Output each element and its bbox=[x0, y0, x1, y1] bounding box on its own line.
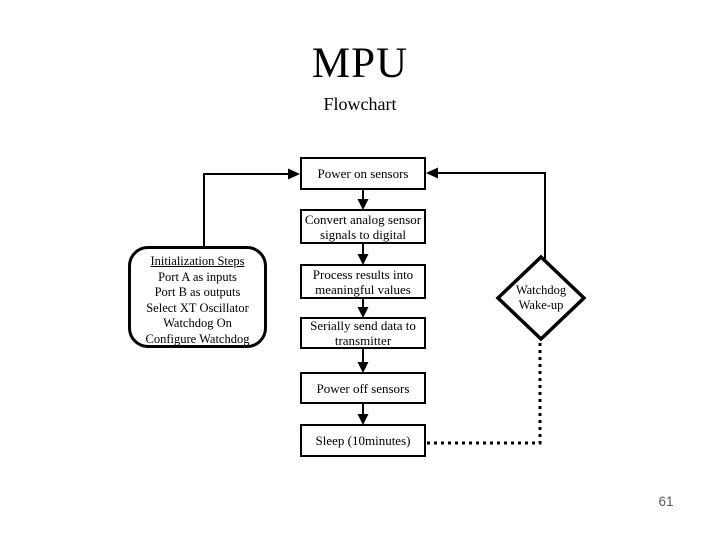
arrowhead-down-icon bbox=[357, 254, 369, 265]
connector-watchdog-to-power-on bbox=[426, 167, 546, 259]
connector-convert-to-process bbox=[357, 243, 369, 265]
connector-power-off-to-sleep bbox=[357, 403, 369, 425]
arrowhead-left-icon bbox=[426, 167, 438, 179]
init-step: Select XT Oscillator bbox=[146, 300, 249, 315]
page-number: 61 bbox=[658, 494, 674, 509]
init-step: Port A as inputs bbox=[158, 269, 237, 284]
node-label: Power on sensors bbox=[317, 166, 409, 181]
node-watchdog-wakeup-label: Watchdog Wake-up bbox=[498, 283, 584, 313]
node-process-results: Process results into meaningful values bbox=[300, 264, 426, 299]
connector-process-to-send bbox=[357, 298, 369, 318]
node-label: Serially send data to transmitter bbox=[310, 318, 416, 348]
init-step: Watchdog On bbox=[163, 316, 232, 330]
node-sleep: Sleep (10minutes) bbox=[300, 424, 426, 457]
node-label: Convert analog sensor signals to digital bbox=[304, 211, 422, 242]
connector-power-on-to-convert bbox=[357, 189, 369, 210]
node-label: Process results into meaningful values bbox=[312, 266, 414, 297]
page-subtitle: Flowchart bbox=[323, 94, 397, 114]
connector-init-to-power-on bbox=[203, 168, 300, 246]
arrowhead-down-icon bbox=[357, 362, 369, 373]
page-title: MPU bbox=[311, 40, 409, 87]
watchdog-label-line1: Watchdog bbox=[515, 283, 567, 297]
arrowhead-down-icon bbox=[357, 307, 369, 318]
node-power-on-sensors: Power on sensors bbox=[300, 157, 426, 190]
node-power-off-sensors: Power off sensors bbox=[300, 372, 426, 404]
node-convert-analog: Convert analog sensor signals to digital bbox=[300, 209, 426, 244]
watchdog-label-line2: Wake-up bbox=[518, 298, 564, 312]
arrowhead-down-icon bbox=[357, 199, 369, 210]
init-step: Configure Watchdog bbox=[145, 331, 250, 346]
init-title: Initialization Steps bbox=[150, 254, 245, 268]
connector-send-to-power-off bbox=[357, 348, 369, 373]
node-serially-send: Serially send data to transmitter bbox=[300, 317, 426, 349]
arrowhead-down-icon bbox=[357, 414, 369, 425]
watchdog-diamond-shape bbox=[495, 254, 587, 342]
connector-sleep-to-watchdog-dotted bbox=[427, 343, 542, 445]
node-label: Power off sensors bbox=[316, 380, 410, 396]
node-initialization-steps: Initialization Steps Port A as inputs Po… bbox=[128, 246, 267, 348]
arrowhead-right-icon bbox=[288, 168, 300, 180]
init-step: Port B as outputs bbox=[154, 285, 241, 299]
node-label: Sleep (10minutes) bbox=[315, 433, 411, 448]
